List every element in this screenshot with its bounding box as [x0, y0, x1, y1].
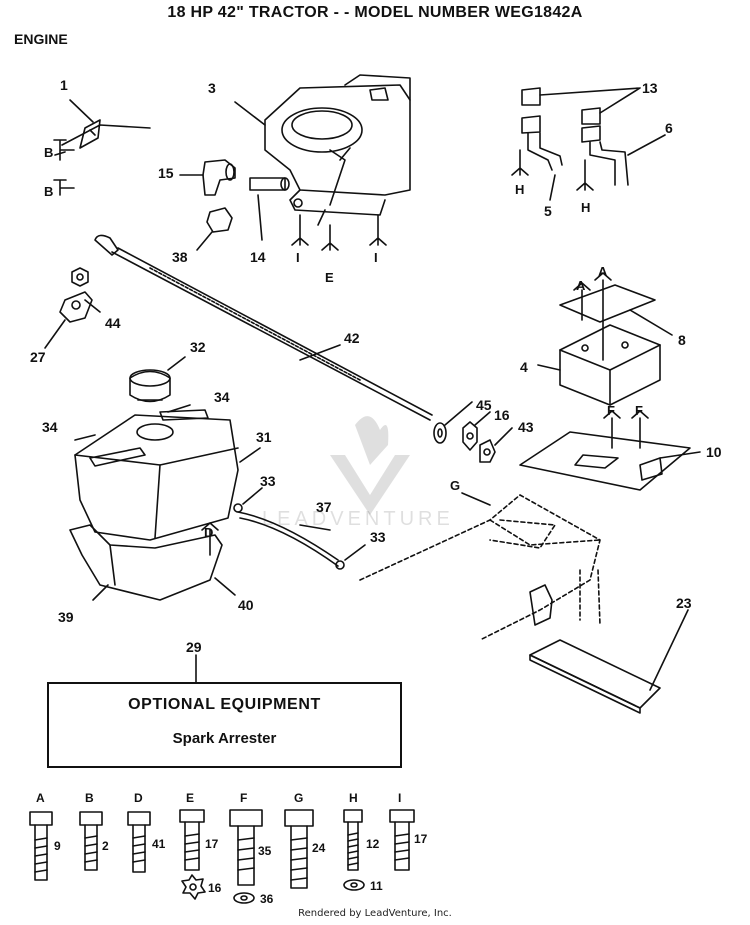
- callout-32: 32: [190, 339, 206, 355]
- ref-letter-f1: F: [607, 403, 615, 418]
- hardware-letter-h: H: [349, 791, 358, 805]
- callout-38: 38: [172, 249, 188, 265]
- callout-39: 39: [58, 609, 74, 625]
- callout-31: 31: [256, 429, 272, 445]
- hardware-washer-h: 11: [370, 879, 383, 893]
- part-3-engine: [234, 74, 411, 226]
- callout-29: 29: [186, 639, 202, 655]
- footer-credit: Rendered by LeadVenture, Inc.: [298, 908, 452, 919]
- hardware-washer-f: 36: [260, 892, 274, 906]
- ref-letter-d1: D: [204, 525, 213, 540]
- ref-letter-a2: A: [598, 264, 608, 279]
- ref-letter-h1: H: [515, 182, 524, 197]
- ref-letter-b1: B: [44, 145, 53, 160]
- hardware-row: [29, 809, 415, 904]
- hardware-part-a: 9: [54, 839, 61, 853]
- hardware-washer-e: 16: [208, 881, 222, 895]
- callout-13: 13: [642, 80, 658, 96]
- part-39-40-tank-bracket: [69, 522, 236, 601]
- ref-letter-e1: E: [325, 270, 334, 285]
- part-4-8-muffler: [537, 272, 673, 406]
- callout-34-right: 34: [214, 389, 230, 405]
- part-45-16-43-fittings: [433, 401, 513, 463]
- callout-23: 23: [676, 595, 692, 611]
- hardware-letter-f: F: [240, 791, 247, 805]
- callout-16: 16: [494, 407, 510, 423]
- part-10-heat-shield: [519, 410, 701, 491]
- optional-equipment-title: OPTIONAL EQUIPMENT: [128, 696, 321, 713]
- callout-14: 14: [250, 249, 266, 265]
- optional-equipment-box: OPTIONAL EQUIPMENT Spark Arrester: [47, 682, 402, 768]
- callout-3: 3: [208, 80, 216, 96]
- watermark-text: LEADVENTURE: [262, 508, 454, 530]
- hardware-letter-b: B: [85, 791, 94, 805]
- callout-27: 27: [30, 349, 46, 365]
- part-38-plug: [196, 207, 233, 251]
- callout-40: 40: [238, 597, 254, 613]
- hardware-letter-d: D: [134, 791, 143, 805]
- chassis-outline: [359, 494, 601, 641]
- hardware-part-f: 35: [258, 844, 272, 858]
- part-1-cable-bracket: [53, 99, 151, 196]
- callout-45: 45: [476, 397, 492, 413]
- callout-37: 37: [316, 499, 332, 515]
- hardware-part-g: 24: [312, 841, 326, 855]
- hardware-part-i: 17: [414, 832, 428, 846]
- ref-letter-b2: B: [44, 184, 53, 199]
- callout-34-left: 34: [42, 419, 58, 435]
- part-32-cap: [129, 356, 186, 403]
- hardware-letter-a: A: [36, 791, 45, 805]
- ref-letter-f2: F: [635, 403, 643, 418]
- part-33-37-hose: [233, 487, 366, 570]
- ref-letter-h2: H: [581, 200, 590, 215]
- hardware-letter-e: E: [186, 791, 194, 805]
- optional-equipment-item: Spark Arrester: [172, 730, 277, 747]
- hardware-part-h: 12: [366, 837, 380, 851]
- ref-letter-i2: I: [374, 250, 378, 265]
- part-23-shield: [529, 609, 689, 714]
- hardware-letter-g: G: [294, 791, 303, 805]
- callout-15: 15: [158, 165, 174, 181]
- callout-33-top: 33: [260, 473, 276, 489]
- watermark-logo-icon: [330, 416, 410, 515]
- part-42-dipstick-tube: [94, 234, 433, 421]
- callout-5: 5: [544, 203, 552, 219]
- hardware-part-d: 41: [152, 837, 166, 851]
- page-title: 18 HP 42" TRACTOR - - MODEL NUMBER WEG18…: [167, 4, 583, 21]
- callout-33-bottom: 33: [370, 529, 386, 545]
- callout-8: 8: [678, 332, 686, 348]
- hardware-part-e: 17: [205, 837, 219, 851]
- callout-43: 43: [518, 419, 534, 435]
- callout-1: 1: [60, 77, 68, 93]
- callout-10: 10: [706, 444, 722, 460]
- ref-letter-i1: I: [296, 250, 300, 265]
- ref-letter-a1: A: [576, 278, 586, 293]
- hardware-part-b: 2: [102, 839, 109, 853]
- callout-42: 42: [344, 330, 360, 346]
- section-label: ENGINE: [14, 31, 68, 47]
- part-44-27-nut-clamp: [44, 267, 101, 349]
- part-14-tube: [249, 177, 290, 241]
- callout-44: 44: [105, 315, 121, 331]
- part-31-fuel-tank: [74, 404, 261, 541]
- hardware-letter-i: I: [398, 791, 401, 805]
- chassis-bracket: [461, 492, 553, 626]
- callout-4: 4: [520, 359, 528, 375]
- callout-6: 6: [665, 120, 673, 136]
- ref-letter-g1: G: [450, 478, 460, 493]
- part-15-elbow: [179, 159, 236, 196]
- part-5-6-13-hoses: [511, 87, 666, 201]
